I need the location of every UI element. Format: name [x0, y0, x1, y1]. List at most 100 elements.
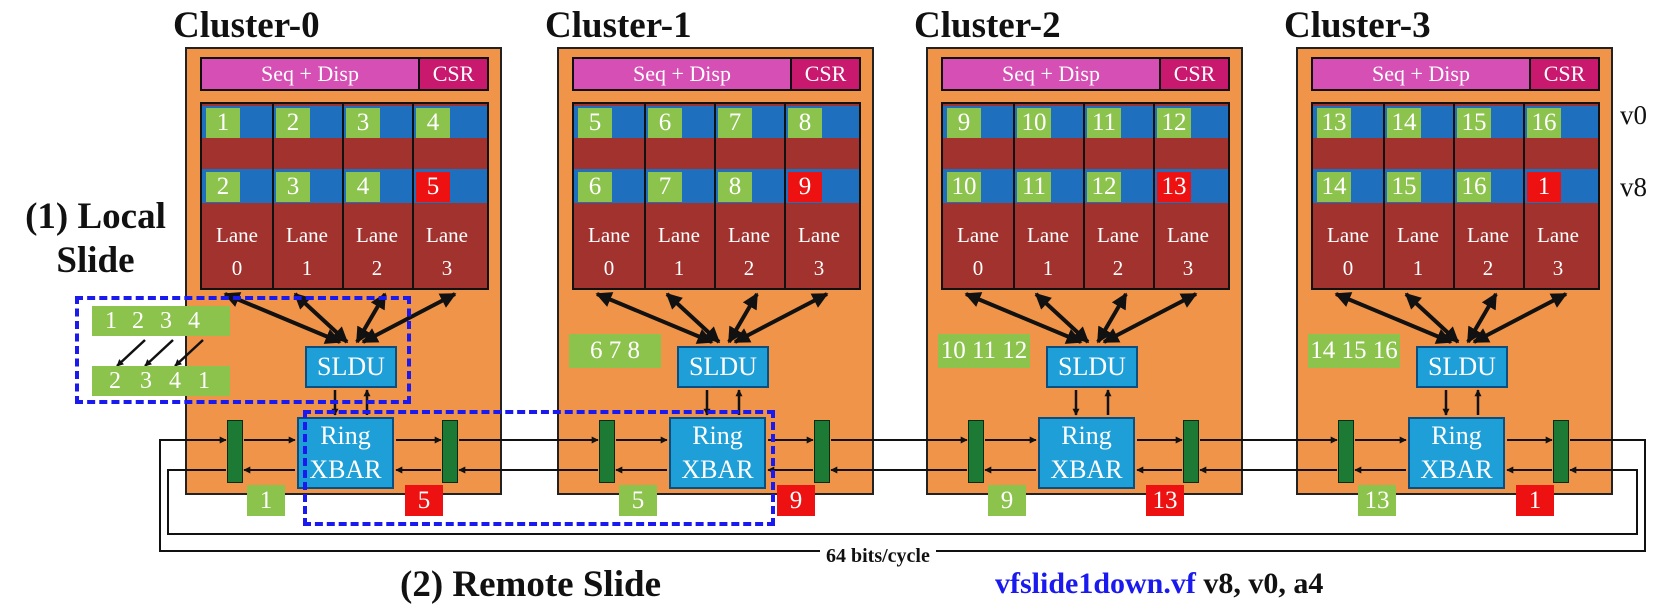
- lane-label: Lane 1: [272, 219, 342, 284]
- pipeline-register-bar: [1338, 420, 1354, 483]
- remote-slide-highlight: [303, 410, 775, 526]
- ring-right-element: 1: [1516, 485, 1554, 516]
- v8-element: 7: [648, 172, 682, 202]
- csr-unit: CSR: [1529, 57, 1600, 91]
- lane-word: Lane: [1467, 223, 1509, 247]
- local-before-element: 3: [160, 307, 172, 334]
- pipeline-register-bar: [1553, 420, 1569, 483]
- v8-element: 10: [947, 172, 981, 202]
- local-after-strip: [92, 366, 230, 396]
- remote-slide-label: (2) Remote Slide: [400, 564, 661, 605]
- v0-element: 3: [346, 108, 380, 138]
- lane-word: Lane: [1027, 223, 1069, 247]
- lane-index: 3: [813, 255, 825, 280]
- bus-width-label: 64 bits/cycle: [820, 545, 936, 568]
- lane-word: Lane: [286, 223, 328, 247]
- lane-divider: [342, 102, 344, 290]
- lane-divider: [1453, 102, 1455, 290]
- sldu-side-elements: 14 15 16: [1308, 334, 1400, 368]
- sldu-unit: SLDU: [305, 346, 397, 388]
- pipeline-register-bar: [227, 420, 243, 483]
- lane-index: 0: [1342, 255, 1354, 280]
- xbar-line-1: Ring: [1431, 421, 1482, 451]
- lane-index: 2: [1482, 255, 1494, 280]
- v0-element: 1: [206, 108, 240, 138]
- cluster-title: Cluster-0: [173, 5, 320, 46]
- v8-remote-element: 5: [416, 172, 450, 202]
- v0-element: 10: [1017, 108, 1051, 138]
- lane-divider: [1083, 102, 1085, 290]
- lane-index: 0: [231, 255, 243, 280]
- local-after-element: 2: [109, 367, 121, 394]
- lane-word: Lane: [798, 223, 840, 247]
- v8-element: 2: [206, 172, 240, 202]
- lane-index: 0: [972, 255, 984, 280]
- seq-disp-unit: Seq + Disp: [941, 57, 1161, 91]
- lane-divider: [714, 102, 716, 290]
- v8-element: 8: [718, 172, 752, 202]
- lane-index: 2: [743, 255, 755, 280]
- xbar-line-2: XBAR: [1050, 455, 1123, 484]
- v0-element: 7: [718, 108, 752, 138]
- instruction-text: vfslide1down.vf v8, v0, a4: [995, 567, 1323, 601]
- v8-element: 4: [346, 172, 380, 202]
- v8-element: 3: [276, 172, 310, 202]
- lane-label: Lane 0: [943, 219, 1013, 284]
- local-before-element: 4: [188, 307, 200, 334]
- xbar-line-1: Ring: [1061, 421, 1112, 451]
- v8-element: 6: [578, 172, 612, 202]
- local-before-element: 1: [105, 307, 117, 334]
- lane-index: 0: [603, 255, 615, 280]
- lane-word: Lane: [356, 223, 398, 247]
- csr-unit: CSR: [790, 57, 861, 91]
- csr-unit: CSR: [1159, 57, 1230, 91]
- local-before-element: 2: [132, 307, 144, 334]
- lane-word: Lane: [957, 223, 999, 247]
- pipeline-register-bar: [1183, 420, 1199, 483]
- local-after-element: 4: [169, 367, 181, 394]
- lane-label: Lane 0: [202, 219, 272, 284]
- local-after-element: 1: [198, 367, 210, 394]
- seq-disp-unit: Seq + Disp: [200, 57, 420, 91]
- v0-element: 4: [416, 108, 450, 138]
- v0-element: 15: [1457, 108, 1491, 138]
- lane-divider: [412, 102, 414, 290]
- xbar-line-2: XBAR: [1420, 455, 1493, 484]
- seq-disp-unit: Seq + Disp: [572, 57, 792, 91]
- v0-element: 8: [788, 108, 822, 138]
- lane-divider: [784, 102, 786, 290]
- lane-word: Lane: [658, 223, 700, 247]
- lane-index: 2: [371, 255, 383, 280]
- sldu-unit: SLDU: [1046, 346, 1138, 388]
- v0-element: 14: [1387, 108, 1421, 138]
- lane-divider: [1523, 102, 1525, 290]
- local-before-strip: [92, 306, 230, 336]
- lane-index: 1: [301, 255, 313, 280]
- lane-index: 2: [1112, 255, 1124, 280]
- lane-divider: [1153, 102, 1155, 290]
- lane-divider: [272, 102, 274, 290]
- sldu-unit: SLDU: [1416, 346, 1508, 388]
- ring-right-element: 13: [1146, 485, 1184, 516]
- lane-index: 1: [1412, 255, 1424, 280]
- lane-word: Lane: [216, 223, 258, 247]
- local-slide-line-2: Slide: [56, 240, 135, 282]
- ring-left-element: 13: [1358, 485, 1396, 516]
- v0-element: 6: [648, 108, 682, 138]
- seq-disp-unit: Seq + Disp: [1311, 57, 1531, 91]
- lane-word: Lane: [588, 223, 630, 247]
- v8-element: 16: [1457, 172, 1491, 202]
- cluster-title: Cluster-3: [1284, 5, 1431, 46]
- lane-divider: [1383, 102, 1385, 290]
- v8-remote-element: 13: [1157, 172, 1191, 202]
